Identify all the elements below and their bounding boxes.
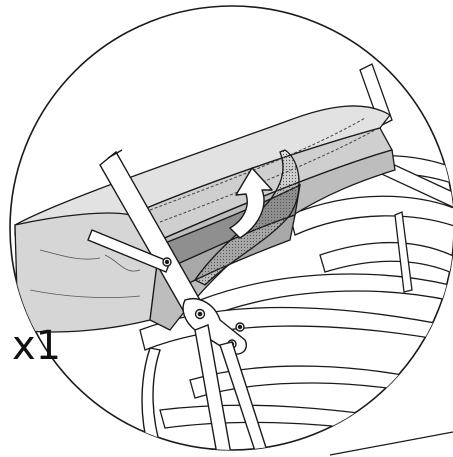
ground-line bbox=[329, 431, 453, 456]
curved-arrow-icon bbox=[229, 167, 273, 239]
stroller-front-frame-icon bbox=[87, 149, 271, 450]
quantity-label: x1 bbox=[12, 323, 62, 369]
